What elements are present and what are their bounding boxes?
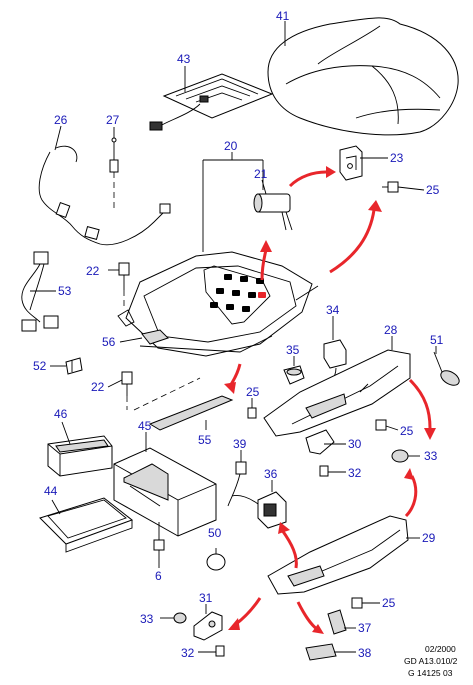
callout-33-a: 33 bbox=[424, 449, 438, 463]
footer-ref: GD A13.010/2 bbox=[404, 656, 458, 666]
callout-45: 45 bbox=[138, 419, 152, 433]
callout-32-b: 32 bbox=[181, 646, 195, 660]
bolt-part-32b bbox=[215, 645, 225, 657]
callout-46: 46 bbox=[54, 407, 68, 421]
small-bracket-part bbox=[305, 429, 335, 455]
callout-36: 36 bbox=[264, 467, 278, 481]
cap-part bbox=[283, 365, 305, 385]
callout-38: 38 bbox=[358, 646, 372, 660]
callout-37: 37 bbox=[358, 621, 372, 635]
pivot-pin-part bbox=[391, 449, 409, 463]
callout-30: 30 bbox=[348, 437, 362, 451]
bolt-part-22b bbox=[121, 371, 133, 396]
sensor-part bbox=[227, 461, 247, 507]
callout-28: 28 bbox=[384, 323, 398, 337]
side-trim-rear-part bbox=[267, 515, 409, 595]
callout-34: 34 bbox=[326, 303, 340, 317]
callout-43: 43 bbox=[177, 52, 191, 66]
callout-26: 26 bbox=[54, 113, 68, 127]
storage-box-lid-part bbox=[47, 435, 113, 477]
callout-20: 20 bbox=[224, 139, 238, 153]
trim-strip-part bbox=[148, 395, 234, 431]
callout-52: 52 bbox=[33, 359, 47, 373]
callout-25-a: 25 bbox=[426, 183, 440, 197]
callout-22-a: 22 bbox=[86, 264, 100, 278]
callout-44: 44 bbox=[44, 484, 58, 498]
footer-date: 02/2000 bbox=[425, 644, 456, 654]
connector-harness-part bbox=[21, 251, 59, 332]
callout-29: 29 bbox=[422, 531, 436, 545]
lower-bracket-part bbox=[193, 611, 223, 641]
pivot-pin-part-lower bbox=[173, 612, 187, 624]
bolt-part-25b bbox=[247, 407, 257, 419]
side-trim-front-part bbox=[263, 349, 411, 437]
knob-part bbox=[206, 548, 226, 571]
callout-21: 21 bbox=[254, 167, 268, 181]
callout-55: 55 bbox=[198, 433, 212, 447]
mounting-bracket-part bbox=[339, 145, 363, 181]
pad-part bbox=[327, 609, 347, 635]
callout-25-b: 25 bbox=[246, 385, 260, 399]
footer-code: G 14125 03 bbox=[408, 668, 453, 678]
bolt-part-25d bbox=[351, 597, 363, 609]
sensor-pin-part bbox=[109, 137, 119, 173]
drawer-housing-part bbox=[113, 447, 217, 537]
connector-block-part bbox=[231, 491, 287, 529]
callout-6: 6 bbox=[155, 569, 162, 583]
callout-50: 50 bbox=[208, 526, 222, 540]
seat-cushion-part bbox=[267, 17, 459, 136]
bolt-part bbox=[382, 181, 399, 193]
callout-25-c: 25 bbox=[400, 424, 414, 438]
callout-33-b: 33 bbox=[140, 612, 154, 626]
heating-pad-part bbox=[149, 73, 274, 131]
callout-32-a: 32 bbox=[348, 466, 362, 480]
callout-53: 53 bbox=[58, 284, 72, 298]
callout-22-b: 22 bbox=[91, 380, 105, 394]
motor-part bbox=[253, 193, 293, 231]
callout-41: 41 bbox=[276, 9, 290, 23]
foam-strip-part bbox=[141, 329, 169, 345]
pad-part-38 bbox=[305, 643, 337, 661]
callout-31: 31 bbox=[199, 591, 213, 605]
screw-part bbox=[153, 539, 165, 568]
bolt-part-32a bbox=[319, 465, 329, 477]
callout-56: 56 bbox=[102, 335, 116, 349]
callout-35: 35 bbox=[286, 343, 300, 357]
callout-27: 27 bbox=[106, 113, 120, 127]
clip-part bbox=[65, 357, 83, 375]
callout-39: 39 bbox=[233, 437, 247, 451]
bolt-part-25c bbox=[375, 419, 387, 431]
lever-handle-part bbox=[433, 351, 460, 386]
callout-25-d: 25 bbox=[382, 596, 396, 610]
bolt-part-22 bbox=[118, 262, 130, 290]
callout-51: 51 bbox=[430, 333, 444, 347]
wiring-harness-part bbox=[38, 145, 171, 246]
drawer-tray-part bbox=[39, 497, 134, 553]
callout-23: 23 bbox=[390, 151, 404, 165]
seat-frame-part bbox=[117, 251, 319, 357]
arrow-heads bbox=[224, 166, 436, 634]
